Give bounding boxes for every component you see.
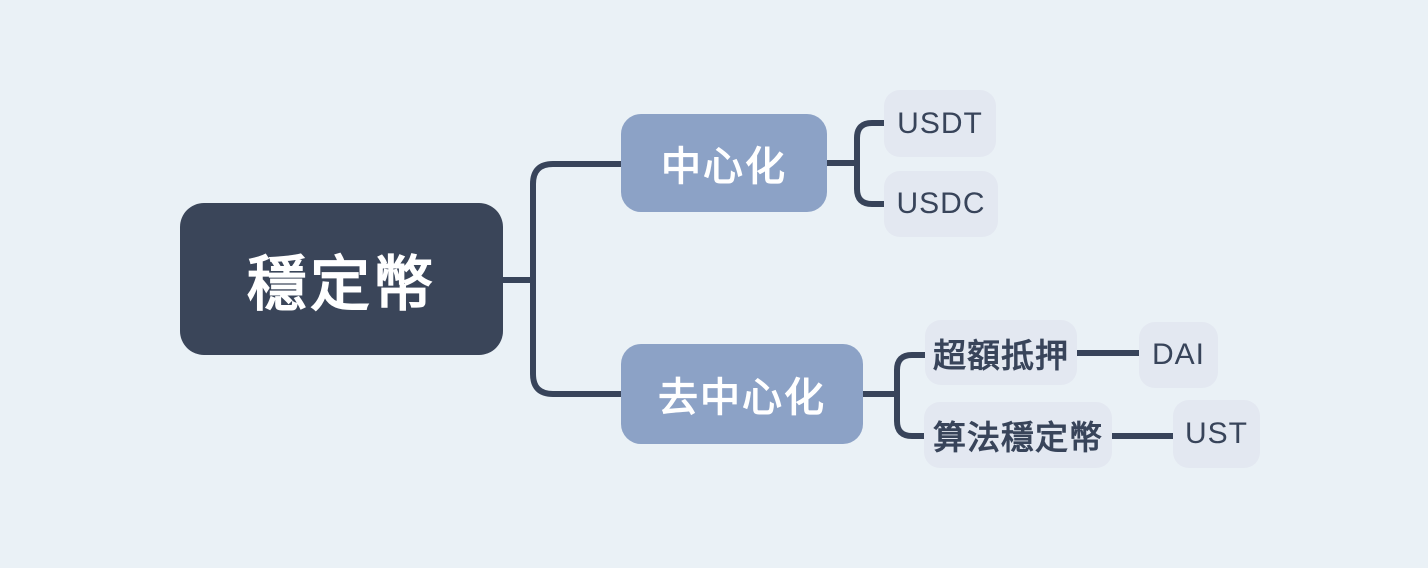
connector-decentralized-fork: [894, 352, 928, 439]
connector-root-fork: [530, 161, 624, 397]
leaf-node-label: UST: [1185, 417, 1248, 450]
leaf-node-dai[interactable]: DAI: [1139, 322, 1218, 388]
branch-node-label: 去中心化: [658, 376, 826, 420]
leaf-node-label: USDT: [897, 106, 983, 140]
root-node-label: 穩定幣: [247, 250, 436, 318]
leaf-node-overcollateralized[interactable]: 超額抵押: [925, 320, 1077, 385]
leaf-node-label: USDC: [896, 187, 986, 220]
leaf-node-algorithmic-stablecoin[interactable]: 算法穩定幣: [924, 402, 1112, 468]
leaf-node-label: 超額抵押: [933, 336, 1069, 374]
leaf-node-usdt[interactable]: USDT: [884, 90, 996, 157]
connector-centralized-fork: [854, 120, 887, 207]
leaf-node-usdc[interactable]: USDC: [884, 171, 998, 237]
branch-node-label: 中心化: [661, 145, 787, 189]
leaf-node-label: 算法穩定幣: [933, 419, 1103, 456]
branch-node-decentralized[interactable]: 去中心化: [621, 344, 863, 444]
root-node-stablecoin[interactable]: 穩定幣: [180, 203, 503, 355]
branch-node-centralized[interactable]: 中心化: [621, 114, 827, 212]
leaf-node-label: DAI: [1151, 338, 1205, 371]
leaf-node-ust[interactable]: UST: [1173, 400, 1260, 468]
